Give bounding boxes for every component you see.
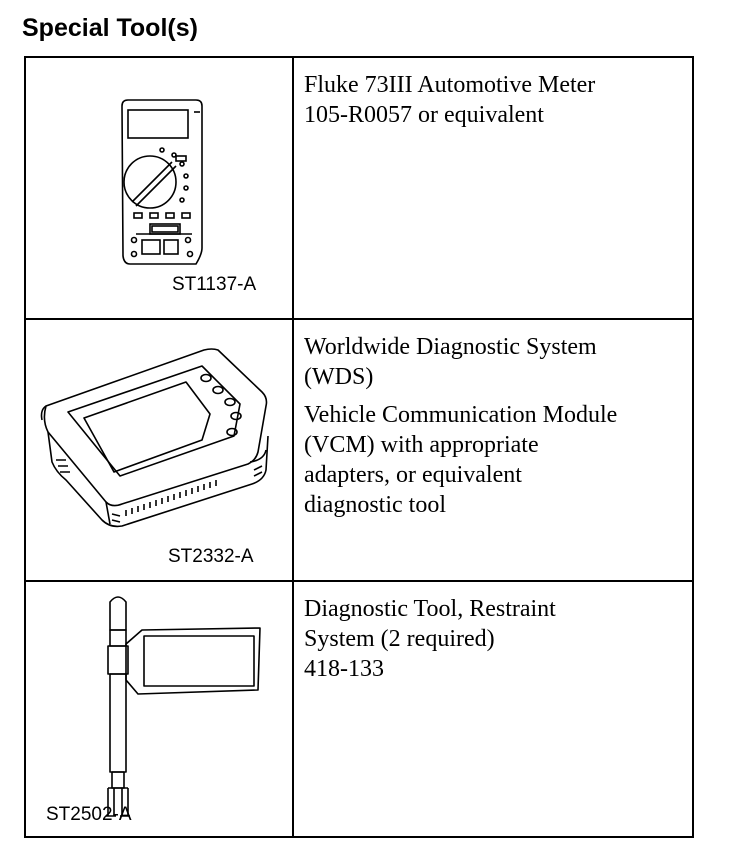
tool-row-wds: ST2332-A Worldwide Diagnostic System (WD… (24, 318, 694, 582)
tool-description: Worldwide Diagnostic System (WDS) (304, 332, 682, 392)
page-title: Special Tool(s) (22, 14, 198, 42)
tool-description-cell: Fluke 73III Automotive Meter 105-R0057 o… (292, 56, 694, 320)
part-number: 418-133 (304, 656, 384, 682)
description-line: Vehicle Communication Module (304, 402, 618, 428)
restraint-diagnostic-tool-icon (106, 596, 261, 817)
tool-description: Diagnostic Tool, Restraint System (2 req… (304, 594, 682, 684)
tool-description-cell: Diagnostic Tool, Restraint System (2 req… (292, 580, 694, 838)
special-tools-table: ST1137-A Fluke 73III Automotive Meter 10… (24, 56, 694, 838)
diagnostic-system-icon (40, 348, 269, 528)
description-line: Worldwide Diagnostic System (304, 334, 597, 360)
tool-description-cell: Worldwide Diagnostic System (WDS) Vehicl… (292, 318, 694, 582)
figure-id-label: ST1137-A (172, 274, 257, 295)
tool-description: Fluke 73III Automotive Meter 105-R0057 o… (304, 70, 682, 130)
description-line: (VCM) with appropriate (304, 432, 539, 458)
figure-id-label: ST2502-A (46, 804, 132, 825)
tool-image-cell: ST2332-A (24, 318, 294, 582)
description-line: adapters, or equivalent (304, 462, 522, 488)
description-line: System (2 required) (304, 626, 495, 652)
tool-image-cell: ST1137-A (24, 56, 294, 320)
description-line: diagnostic tool (304, 492, 446, 518)
description-line: Diagnostic Tool, Restraint (304, 596, 556, 622)
tool-row-fluke-meter: ST1137-A Fluke 73III Automotive Meter 10… (24, 56, 694, 320)
multimeter-icon (121, 99, 203, 265)
figure-id-label: ST2332-A (168, 546, 254, 567)
description-line: (WDS) (304, 364, 374, 390)
tool-row-restraint-tool: ST2502-A Diagnostic Tool, Restraint Syst… (24, 580, 694, 838)
tool-description: Vehicle Communication Module (VCM) with … (304, 400, 682, 520)
part-number: 105-R0057 or equivalent (304, 102, 544, 128)
description-line: Fluke 73III Automotive Meter (304, 72, 596, 98)
tool-image-cell: ST2502-A (24, 580, 294, 838)
